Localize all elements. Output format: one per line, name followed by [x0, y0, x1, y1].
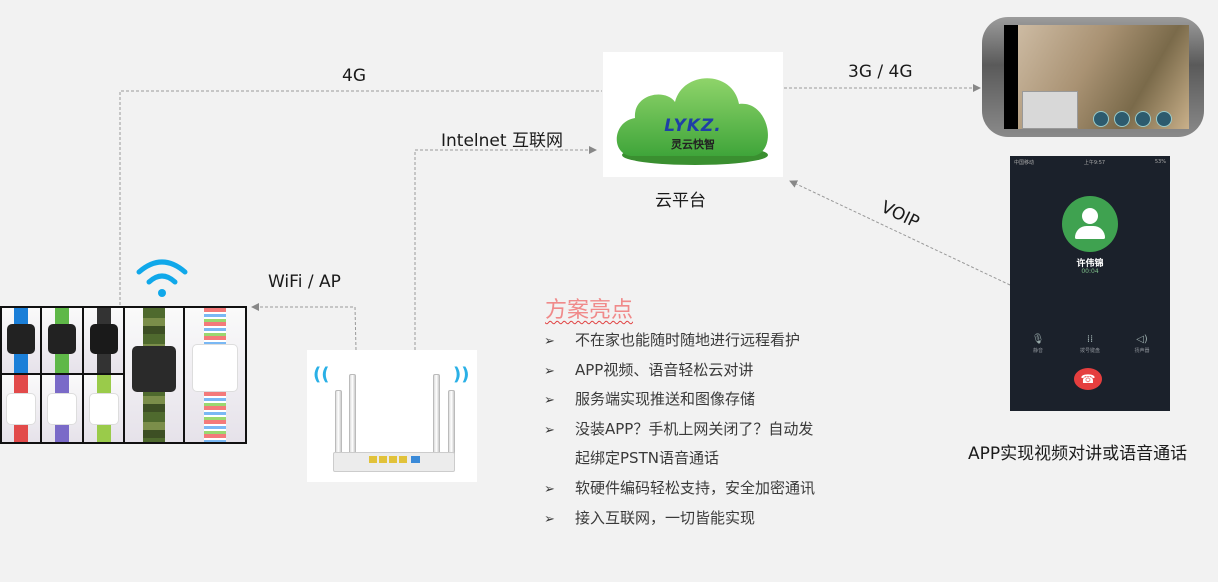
phone-caption: APP实现视频对讲或语音通话 [968, 444, 1188, 464]
voice-call-phone: 中国移动 上午9:57 53% 许伟锦 00:04 🎙静音 ⁞⁞拨号键盘 ◁)扬… [1010, 156, 1170, 411]
bullet-arrow-icon: ➢ [544, 422, 555, 438]
cloud-caption: 云平台 [655, 191, 706, 211]
battery: 53% [1154, 159, 1166, 165]
bullet-arrow-icon: ➢ [544, 511, 555, 527]
status-bar: 中国移动 上午9:57 53% [1014, 159, 1166, 166]
wifi-icon [136, 259, 188, 297]
watch-blue [2, 308, 40, 373]
bullet-arrow-icon: ➢ [544, 393, 555, 409]
mic-icon [1135, 111, 1151, 127]
highlights-title: 方案亮点 [545, 298, 634, 323]
camera-switch-icon [1093, 111, 1109, 127]
cloud-icon [616, 78, 768, 165]
link-voip [789, 180, 1011, 286]
bullet-arrow-icon: ➢ [544, 363, 555, 379]
watch-green [42, 308, 82, 373]
watch-lime [84, 375, 123, 442]
list-item: ➢没装APP？手机上网关闭了？自动发 [544, 415, 815, 445]
bullet-arrow-icon: ➢ [544, 334, 555, 349]
watch-purple [42, 375, 82, 442]
label-4g: 4G [342, 66, 366, 86]
carrier: 中国移动 [1014, 160, 1035, 166]
mute-button: 🎙静音 [1031, 334, 1045, 354]
call-duration: 00:04 [1081, 268, 1099, 275]
watch-camo [125, 308, 183, 442]
link-4g [119, 90, 602, 305]
keypad-button: ⁞⁞拨号键盘 [1079, 334, 1100, 354]
watch-red [2, 375, 40, 442]
list-item: ➢服务端实现推送和图像存储 [544, 385, 815, 415]
speaker-icon: ◁) [1136, 334, 1148, 345]
video-call-phone [982, 17, 1204, 137]
watch-black [84, 308, 123, 373]
list-item: ➢APP视频、语音轻松云对讲 [544, 356, 815, 386]
clock: 上午9:57 [1083, 160, 1106, 166]
hangup-icon [1156, 111, 1172, 127]
keypad-icon: ⁞⁞ [1086, 334, 1094, 345]
label-3g4g: 3G / 4G [848, 62, 913, 82]
wifi-router: (( )) [307, 350, 477, 482]
brand-name: 灵云快智 [671, 138, 715, 151]
hangup-icon: ☎ [1080, 372, 1096, 386]
caller-name: 许伟锦 [1076, 259, 1104, 269]
screen-icon [1114, 111, 1130, 127]
signal-right-icon: )) [453, 364, 470, 385]
label-wifi-ap: WiFi / AP [268, 272, 341, 292]
link-wifi-ap [251, 303, 357, 351]
list-item: ➢接入互联网，一切皆能实现 [544, 504, 815, 534]
mute-icon: 🎙 [1031, 334, 1045, 345]
link-internet [414, 146, 597, 350]
hangup-button: ☎ [1074, 368, 1102, 390]
smartwatch-collection [0, 306, 247, 444]
phone-screen [1004, 25, 1189, 129]
cloud-platform: LYKZ. 灵云快智 [603, 52, 783, 177]
brand-logo: LYKZ. [664, 116, 722, 136]
list-item-continuation: 起绑定PSTN语音通话 [575, 449, 719, 468]
bullet-arrow-icon: ➢ [544, 481, 555, 497]
signal-left-icon: (( [313, 364, 330, 385]
pip-video [1022, 91, 1078, 129]
speaker-button: ◁)扬声器 [1134, 334, 1150, 354]
list-item: ➢软硬件编码轻松支持，安全加密通讯 [544, 474, 815, 504]
video-feed [1018, 25, 1189, 129]
highlights-list: ➢不在家也能随时随地进行远程看护 ➢APP视频、语音轻松云对讲 ➢服务端实现推送… [544, 326, 815, 533]
watch-rainbow [185, 308, 245, 442]
contact-avatar-icon [1062, 196, 1118, 252]
list-item: ➢不在家也能随时随地进行远程看护 [544, 326, 815, 356]
label-internet: Intelnet 互联网 [441, 131, 563, 151]
